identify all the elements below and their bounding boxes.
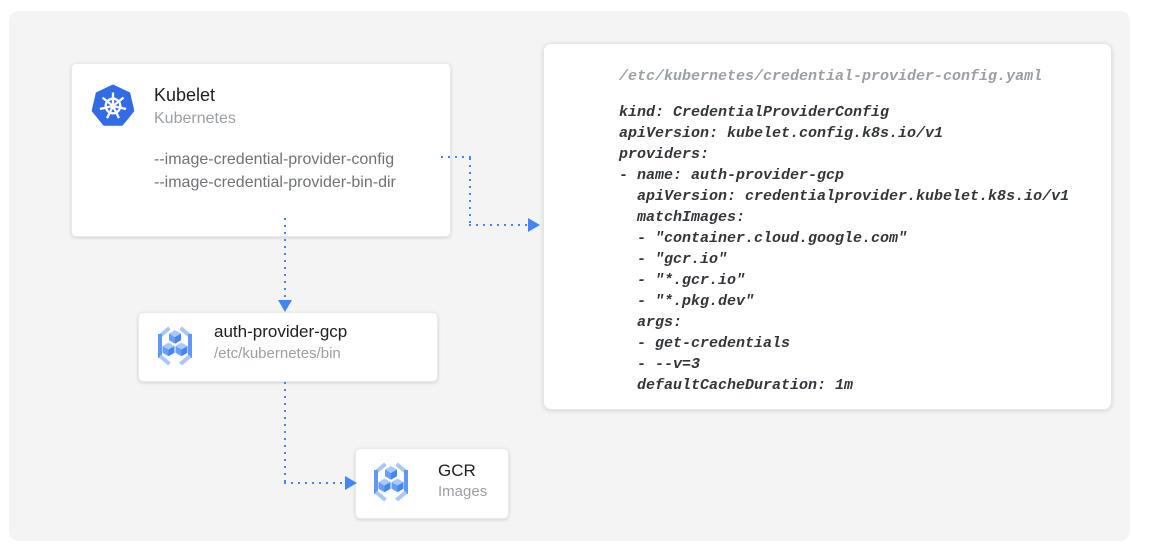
auth-provider-path: /etc/kubernetes/bin bbox=[214, 345, 341, 362]
kubernetes-icon bbox=[89, 84, 137, 132]
yaml-config-panel: /etc/kubernetes/credential-provider-conf… bbox=[543, 43, 1112, 410]
gcr-icon bbox=[368, 459, 414, 505]
gcr-title: GCR bbox=[438, 461, 476, 480]
arrow-auth-provider-to-gcr-segment bbox=[284, 382, 286, 482]
arrow-config-flag-to-yaml-segment bbox=[441, 156, 471, 158]
kubelet-title: Kubelet bbox=[154, 85, 216, 105]
arrow-auth-provider-to-gcr-segment bbox=[284, 482, 346, 484]
auth-provider-title: auth-provider-gcp bbox=[214, 322, 348, 341]
arrowhead-down-icon bbox=[278, 300, 292, 312]
kubelet-subtitle: Kubernetes bbox=[154, 110, 236, 127]
yaml-code: kind: CredentialProviderConfig apiVersio… bbox=[619, 104, 1070, 394]
kubelet-flag-provider-bin-dir: --image-credential-provider-bin-dir bbox=[154, 174, 396, 191]
arrow-config-flag-to-yaml-segment bbox=[469, 224, 529, 226]
gcr-icon bbox=[152, 323, 198, 369]
arrowhead-right-icon bbox=[345, 476, 357, 490]
arrow-kubelet-to-auth-provider-segment bbox=[284, 218, 286, 301]
arrowhead-right-icon bbox=[528, 218, 540, 232]
kubelet-node: Kubelet Kubernetes --image-credential-pr… bbox=[71, 63, 451, 237]
kubelet-flag-provider-config: --image-credential-provider-config bbox=[154, 151, 395, 168]
yaml-file-path: /etc/kubernetes/credential-provider-conf… bbox=[619, 68, 1043, 85]
gcr-node: GCR Images bbox=[355, 448, 509, 519]
arrow-config-flag-to-yaml-segment bbox=[469, 158, 471, 224]
auth-provider-gcp-node: auth-provider-gcp /etc/kubernetes/bin bbox=[138, 312, 438, 382]
gcr-subtitle: Images bbox=[438, 483, 488, 500]
kubelet-flags: --image-credential-provider-config --ima… bbox=[154, 148, 396, 194]
